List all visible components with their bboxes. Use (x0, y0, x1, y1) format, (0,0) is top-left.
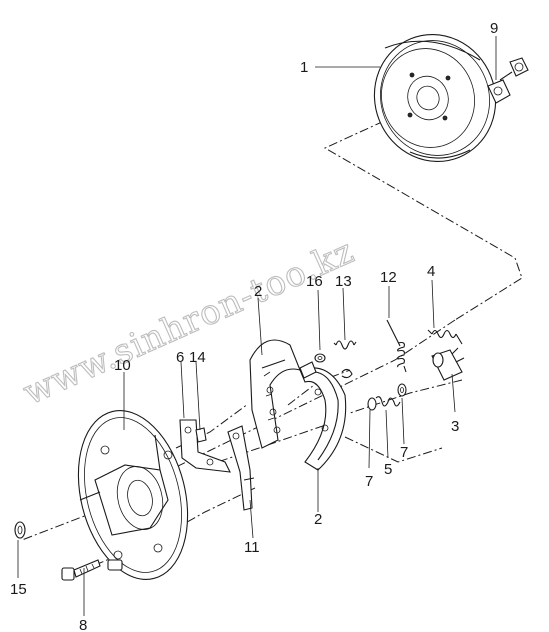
washer (314, 353, 326, 363)
bolt (61, 559, 101, 581)
coil-spring-13 (333, 340, 357, 350)
clip-ring (14, 521, 26, 539)
coil-spring-4 (427, 329, 463, 345)
return-spring (386, 319, 407, 373)
callout-4: 4 (427, 263, 435, 280)
callout-13: 13 (335, 273, 352, 290)
callout-16: 16 (306, 273, 323, 290)
callout-14: 14 (189, 349, 206, 366)
brake-shoe-left (249, 339, 301, 449)
callout-1: 1 (300, 59, 308, 76)
callout-2-lower: 2 (314, 511, 322, 528)
callout-12: 12 (380, 269, 397, 286)
callout-6: 6 (176, 349, 184, 366)
drum-plate-nut (487, 57, 529, 104)
parking-lever (179, 419, 231, 473)
callout-2-upper: 2 (254, 283, 262, 300)
leader-lines (17, 36, 497, 616)
brake-drum (373, 33, 497, 163)
watermark: www.sinhron-too.kz (17, 231, 360, 413)
callout-3: 3 (451, 418, 459, 435)
adjuster-lever (227, 425, 255, 511)
callouts: 1 9 2 16 13 12 4 3 5 7 7 2 11 10 6 14 15… (10, 20, 498, 632)
backing-plate (77, 410, 189, 580)
callout-7-left: 7 (365, 473, 373, 490)
brake-shoe-right (299, 361, 347, 471)
callout-9: 9 (490, 20, 498, 37)
callout-15: 15 (10, 581, 27, 598)
callout-8: 8 (79, 617, 87, 632)
retainer-clip (341, 368, 353, 379)
callout-10: 10 (114, 357, 131, 374)
callout-7-right: 7 (400, 444, 408, 461)
callout-5: 5 (384, 461, 392, 478)
wheel-cylinder (431, 347, 465, 381)
spring-washer-set (367, 383, 407, 411)
callout-11: 11 (244, 539, 260, 556)
